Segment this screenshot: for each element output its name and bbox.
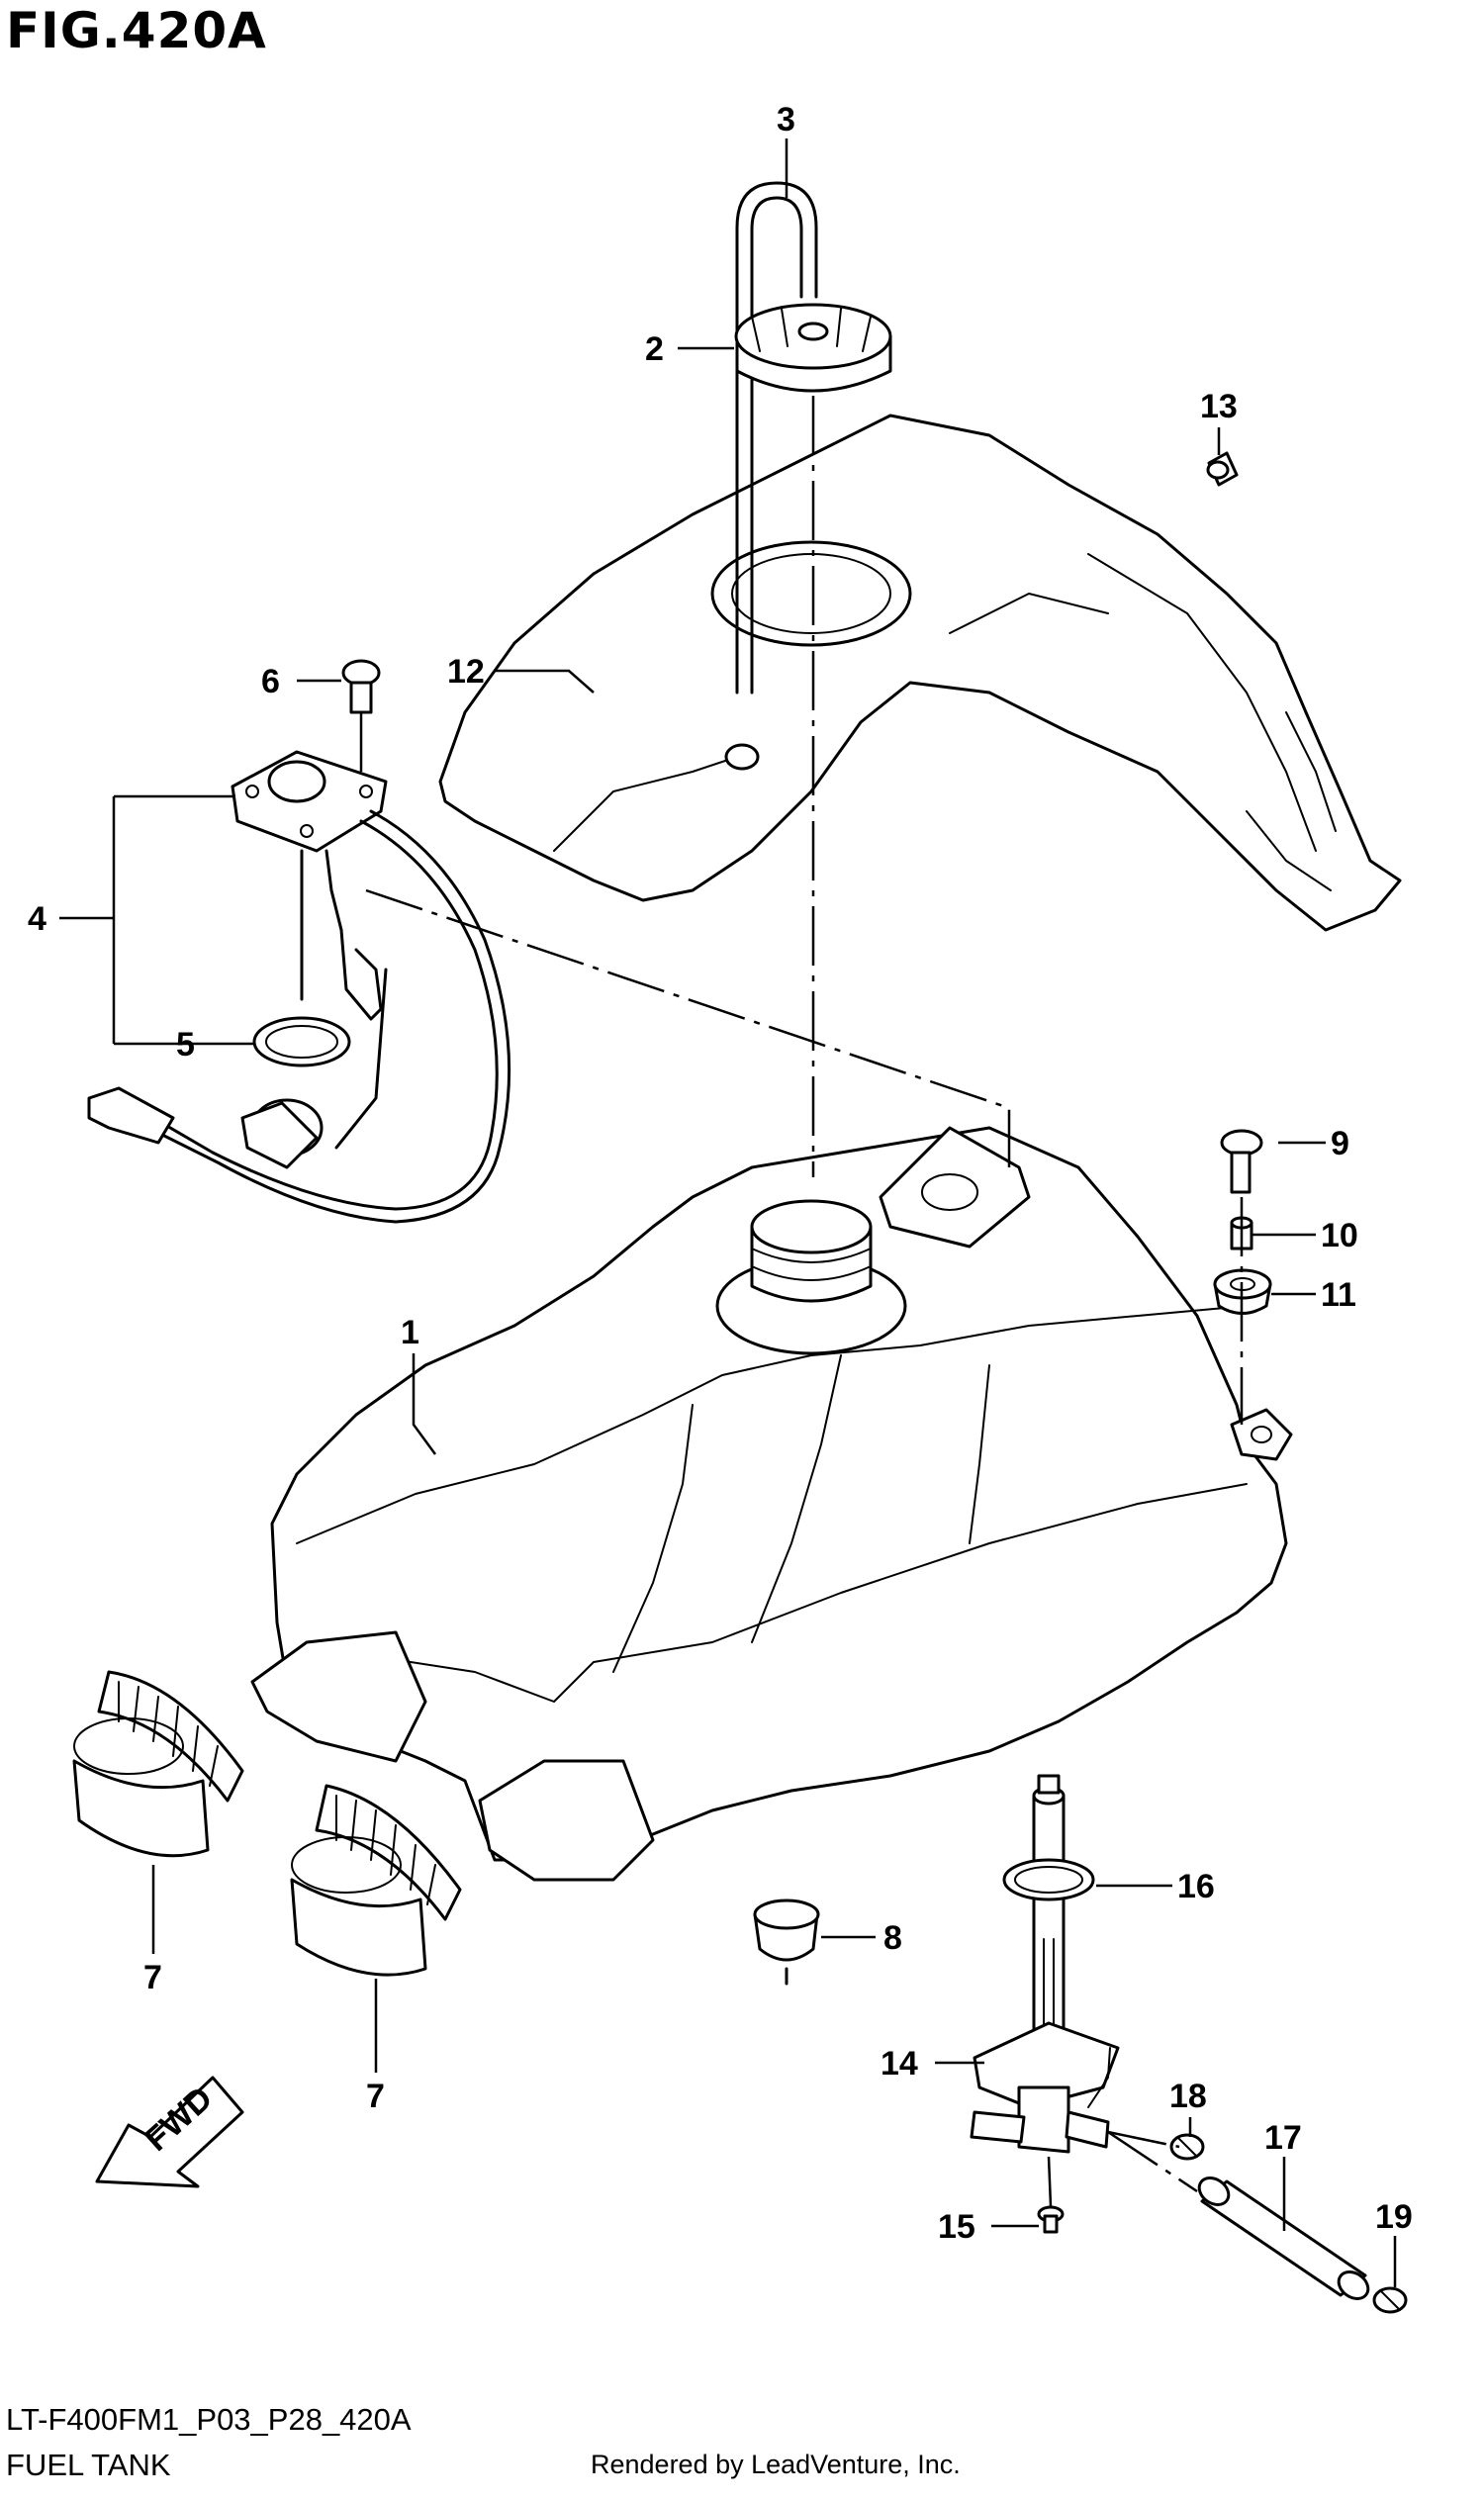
callout-14: 14: [881, 2045, 918, 2083]
callout-11: 11: [1321, 1276, 1356, 1314]
fuel-pump-assembly: [87, 750, 511, 1224]
fwd-arrow: FWD: [95, 2076, 244, 2188]
render-credit: Rendered by LeadVenture, Inc.: [591, 2450, 961, 2479]
band-clamp-right: [290, 1784, 462, 1977]
hose-clamp-18: [1169, 2133, 1205, 2161]
figure-caption: FUEL TANK: [6, 2448, 171, 2482]
callout-16: 16: [1177, 1868, 1215, 1905]
band-clamp-left: [72, 1670, 244, 1858]
model-code: LT-F400FM1_P03_P28_420A: [6, 2402, 412, 2437]
callout-1: 1: [401, 1314, 419, 1351]
callout-9: 9: [1331, 1125, 1349, 1162]
callout-10: 10: [1321, 1217, 1358, 1254]
pump-gasket: [252, 1016, 351, 1067]
assembly-lines: [359, 396, 1244, 2207]
leader-lines: [59, 139, 1397, 2287]
fuel-valve: [970, 1774, 1120, 2154]
cushion-8: [753, 1899, 820, 1986]
bolt-6: [341, 659, 381, 714]
fuel-tank: [250, 1126, 1293, 1882]
callout-6: 6: [261, 663, 280, 700]
callout-12: 12: [447, 653, 485, 691]
bolt-9: [1220, 1129, 1263, 1194]
callout-2: 2: [645, 330, 664, 368]
callout-7-left: 7: [143, 1959, 162, 1996]
callout-19: 19: [1375, 2198, 1413, 2236]
callout-17: 17: [1264, 2119, 1302, 2157]
callout-3: 3: [777, 101, 795, 139]
fuel-cap: [734, 303, 892, 393]
callout-4: 4: [28, 900, 46, 938]
tank-cover: [438, 414, 1402, 932]
callout-13: 13: [1200, 388, 1238, 425]
fuel-hose: [1197, 2177, 1370, 2300]
figure-title: FIG.420A: [6, 2, 267, 59]
o-ring-16: [1002, 1858, 1095, 1901]
callout-5: 5: [176, 1026, 195, 1064]
callout-18: 18: [1169, 2078, 1207, 2115]
callout-7-right: 7: [366, 2078, 385, 2115]
breather-hose: [735, 181, 818, 695]
callout-8: 8: [883, 1919, 902, 1957]
callouts: 3 2 13 12 6 4 5 9 10 11 1 16 8 7 7 14 18…: [28, 101, 1413, 2246]
callout-15: 15: [938, 2208, 975, 2246]
screw-15: [1037, 2205, 1065, 2234]
hose-clamp-19: [1372, 2286, 1408, 2314]
screw-13: [1206, 451, 1239, 487]
